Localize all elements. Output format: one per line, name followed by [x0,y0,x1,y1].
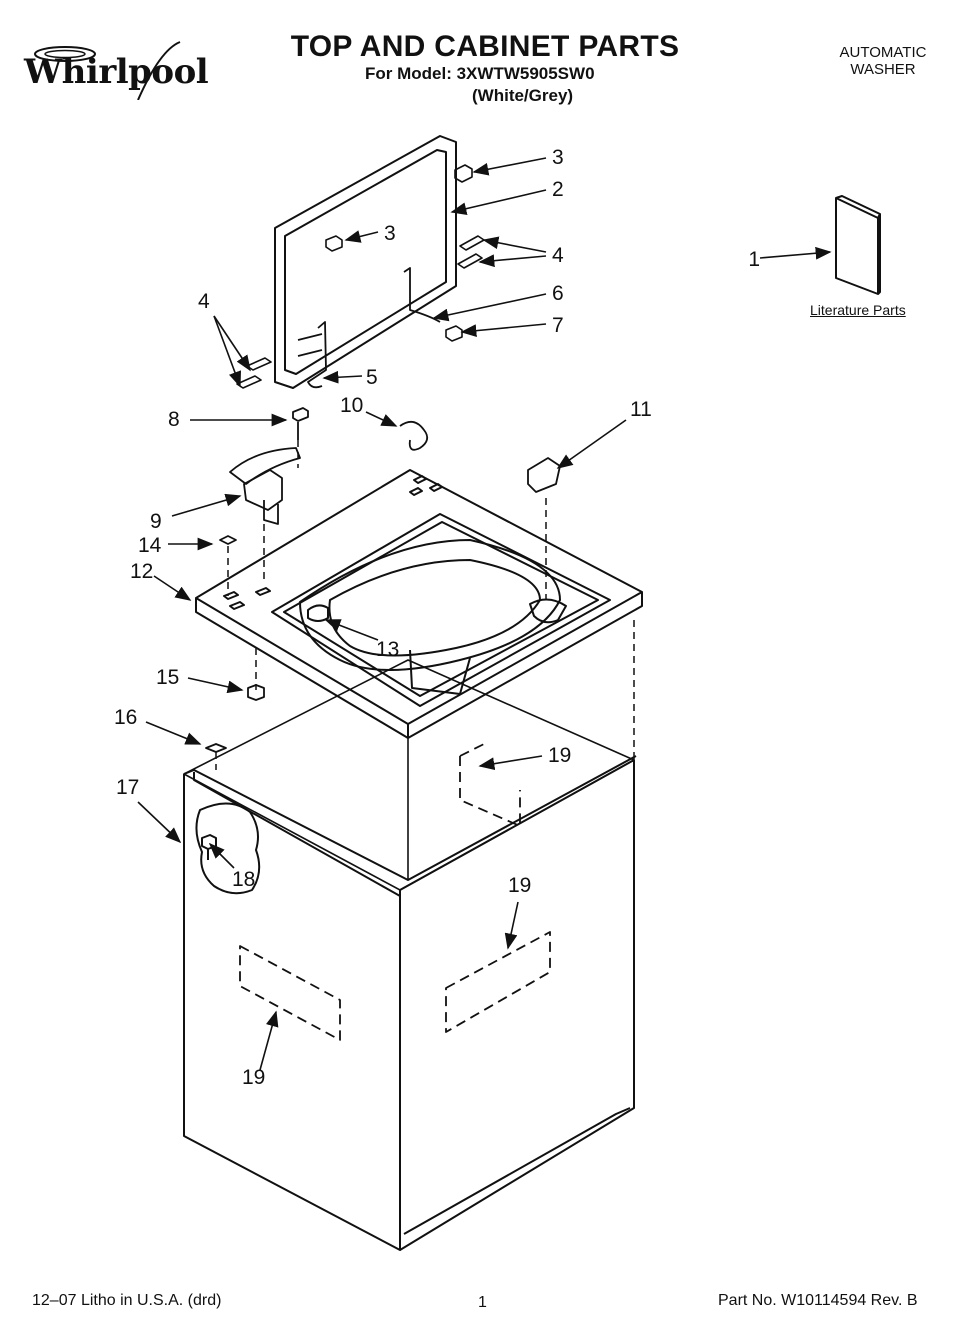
callout-9: 9 [150,510,162,533]
callout-3-mid: 3 [384,222,396,245]
callout-7: 7 [552,314,564,337]
callout-10: 10 [340,394,363,417]
callout-18: 18 [232,868,255,891]
page-title: TOP AND CABINET PARTS [290,30,680,63]
literature-part [835,195,881,295]
model-line: For Model: 3XWTW5905SW0 [365,64,595,83]
callout-12: 12 [130,560,153,583]
callout-1: 1 [748,248,760,271]
callout-15: 15 [156,666,179,689]
callout-6: 6 [552,282,564,305]
lid-frame [274,135,457,389]
color-line: (White/Grey) [472,86,574,105]
literature-parts-label: Literature Parts [810,302,906,318]
callout-numbers: 1 2 3 3 4 4 5 6 7 8 9 10 11 12 13 14 15 … [114,146,760,1089]
lid-switch-assembly [219,407,309,545]
callout-19-top: 19 [548,744,571,767]
callout-14: 14 [138,534,162,557]
callout-8: 8 [168,408,180,431]
callout-arrows [137,157,832,1071]
callout-5: 5 [366,366,378,389]
product-type: AUTOMATIC WASHER [818,44,948,78]
callout-13: 13 [376,638,399,661]
callout-4-right: 4 [552,244,564,267]
brand-logo: Whirlpool [20,40,209,100]
callout-16: 16 [114,706,137,729]
callout-19-right: 19 [508,874,531,897]
product-type-line1: AUTOMATIC [839,44,927,61]
logo-swoosh-icon [34,41,181,100]
footer-page-number: 1 [478,1294,487,1311]
callout-3-top: 3 [552,146,564,169]
product-type-line2: WASHER [850,61,916,78]
cabinet [183,659,637,1251]
footer-part-number: Part No. W10114594 Rev. B [718,1292,918,1309]
small-clips [399,420,561,493]
label-locations [239,741,551,1041]
callout-11: 11 [630,398,652,421]
callout-17: 17 [116,776,139,799]
alignment-lines [215,440,635,770]
footer-litho: 12–07 Litho in U.S.A. (drd) [32,1292,222,1309]
callout-4-left: 4 [198,290,210,313]
brand-name: Whirlpool [24,52,209,92]
callout-2: 2 [552,178,564,201]
fasteners-lower [205,684,265,753]
callout-19-left: 19 [242,1066,265,1089]
